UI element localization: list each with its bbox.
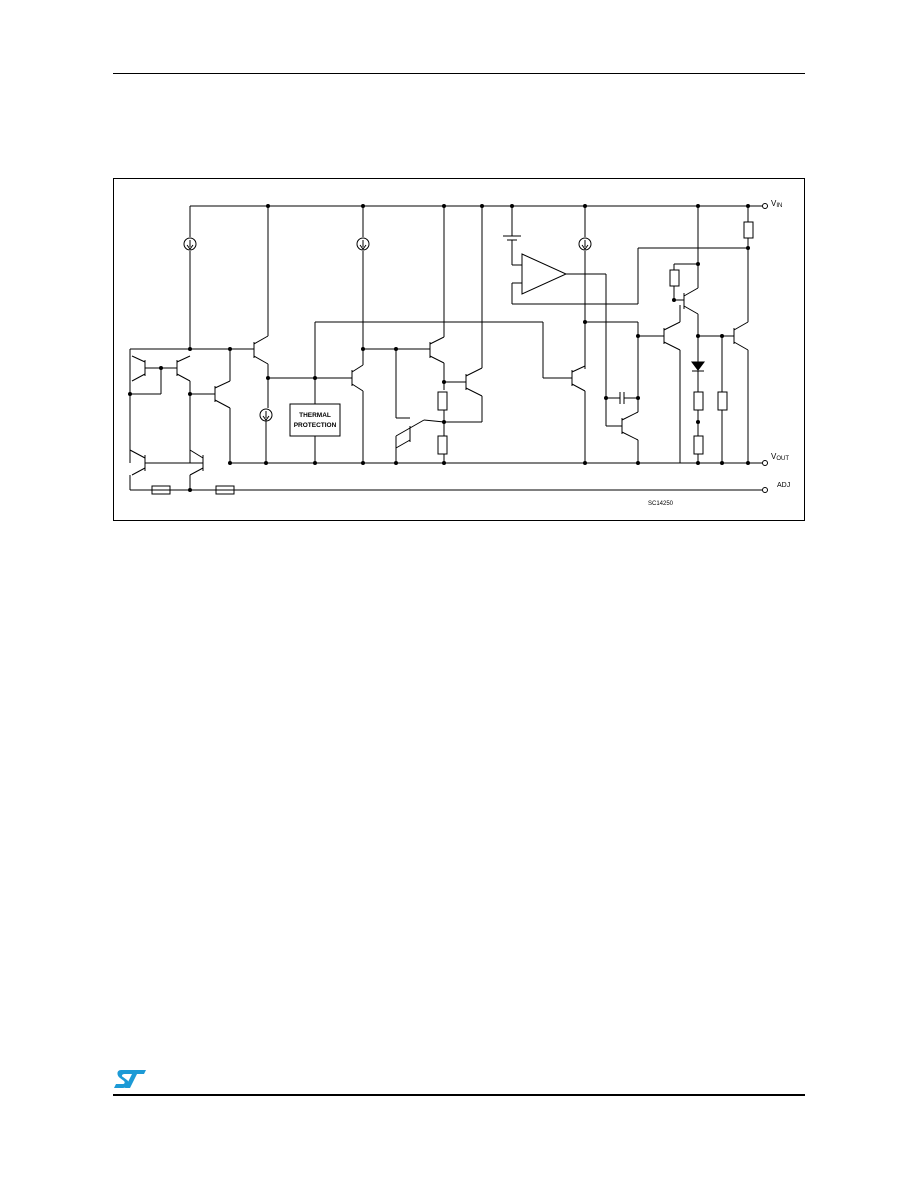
st-logo: [114, 1070, 146, 1088]
vin-terminal: [762, 203, 768, 209]
footer-rule: [113, 1094, 805, 1096]
thermal-protection-label-line2: PROTECTION: [294, 422, 337, 429]
thermal-protection-label-line1: THERMAL: [299, 412, 331, 419]
schematic-frame: [113, 178, 805, 521]
adj-terminal: [762, 487, 768, 493]
vout-terminal: [762, 460, 768, 466]
adj-label: ADJ: [777, 482, 790, 489]
header-rule: [113, 73, 805, 74]
vout-label: VOUT: [771, 452, 789, 462]
figure-code: SC14250: [648, 501, 674, 507]
vin-label: VIN: [771, 199, 782, 209]
